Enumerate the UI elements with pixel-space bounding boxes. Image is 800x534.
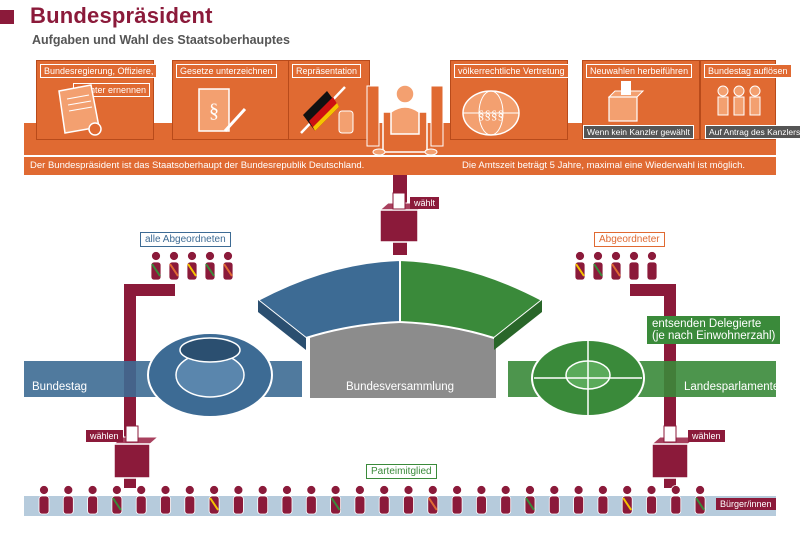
person-icon [524, 485, 536, 515]
dissolve-group-icon [717, 85, 761, 116]
citizens-row [38, 485, 706, 515]
person-icon [281, 485, 293, 515]
person-icon [597, 485, 609, 515]
svg-text:§§§§: §§§§ [478, 107, 504, 122]
person-icon [38, 485, 50, 515]
task-label: Repräsentation [292, 64, 362, 78]
person-icon [670, 485, 682, 515]
person-icon [592, 251, 604, 281]
label-abgeordneter: Abgeordneter [594, 232, 665, 247]
task-gesetze: Gesetze unterzeichnen § [172, 60, 290, 140]
person-icon [621, 485, 633, 515]
label-bundestag: Bundestag [32, 381, 87, 393]
task-label: völkerrechtliche Vertretung [454, 64, 569, 78]
person-icon [87, 485, 98, 515]
task-label: Bundesregierung, Offiziere, [40, 64, 158, 78]
task-note: Auf Antrag des Kanzlers [705, 125, 800, 139]
label-entsenden-line1: entsenden Delegierte [652, 318, 762, 330]
task-label: Neuwahlen herbeiführen [586, 64, 693, 78]
deputies-group-laender [574, 251, 658, 281]
task-neuwahlen: Neuwahlen herbeiführen Wenn kein Kanzler… [582, 60, 700, 140]
label-alle-abgeordneten: alle Abgeordneten [140, 232, 231, 247]
task-note: Wenn kein Kanzler gewählt [583, 125, 694, 139]
law-paragraph-icon: § [198, 88, 247, 133]
label-parteimitglied: Parteimitglied [366, 464, 437, 479]
person-icon [548, 485, 560, 515]
person-icon [222, 251, 234, 281]
label-bundesversammlung: Bundesversammlung [346, 381, 455, 393]
person-icon [62, 485, 74, 515]
person-icon [403, 485, 414, 515]
person-icon [150, 251, 162, 281]
globe-icon: §§§§ [462, 90, 520, 136]
info-text-left: Der Bundespräsident ist das Staatsoberha… [30, 160, 365, 171]
label-waehlen-left: wählen [86, 430, 123, 442]
task-aufloesen: Bundestag auflösen Auf Antrag des Kanzle… [700, 60, 800, 140]
person-icon [451, 485, 463, 515]
task-repraesentation: Repräsentation [288, 60, 370, 140]
person-icon [475, 485, 487, 515]
person-icon [646, 485, 657, 515]
person-icon [186, 251, 198, 281]
german-flag-icon [300, 86, 354, 134]
deputies-group-bundestag [150, 251, 234, 281]
person-icon [204, 251, 216, 281]
person-icon [305, 485, 317, 515]
person-icon [160, 485, 171, 515]
person-icon [168, 251, 180, 281]
task-label: Bundestag auflösen [704, 64, 792, 78]
person-icon [135, 485, 147, 515]
label-waehlt: wählt [410, 197, 440, 209]
task-ernennen: Bundesregierung, Offiziere, Richter erne… [36, 60, 158, 140]
person-icon [694, 485, 706, 515]
label-buerger: Bürger/innen [716, 498, 776, 510]
ballot-box-icon [607, 81, 645, 122]
task-voelkerrecht: völkerrechtliche Vertretung §§§§ [450, 60, 569, 140]
person-icon [610, 251, 622, 281]
document-seal-icon [58, 84, 102, 136]
person-icon [257, 485, 269, 515]
person-icon [628, 251, 640, 281]
person-icon [111, 485, 123, 515]
info-text-right: Die Amtszeit beträgt 5 Jahre, maximal ei… [462, 160, 746, 171]
info-strip [24, 157, 776, 175]
label-entsenden-line2: (je nach Einwohnerzahl) [652, 330, 776, 342]
person-icon [378, 485, 390, 515]
person-icon [354, 485, 366, 515]
president-figure-icon [366, 84, 444, 156]
person-icon [184, 485, 196, 515]
page-title: Bundespräsident [30, 3, 213, 28]
person-icon [573, 485, 584, 515]
ballot-box-icon [112, 425, 160, 479]
task-label: Gesetze unterzeichnen [176, 64, 277, 78]
person-icon [208, 485, 220, 515]
person-icon [427, 485, 439, 515]
person-icon [330, 485, 342, 515]
label-entsenden: entsenden Delegierte (je nach Einwohnerz… [647, 316, 781, 344]
person-icon [232, 485, 244, 515]
svg-text:§: § [209, 100, 219, 122]
page-subtitle: Aufgaben und Wahl des Staatsoberhauptes [32, 33, 290, 47]
label-landesparlamente: Landesparlamente [684, 381, 780, 393]
person-icon [646, 251, 658, 281]
person-icon [574, 251, 586, 281]
title-marker [0, 10, 14, 24]
label-waehlen-right: wählen [688, 430, 725, 442]
person-icon [500, 485, 512, 515]
